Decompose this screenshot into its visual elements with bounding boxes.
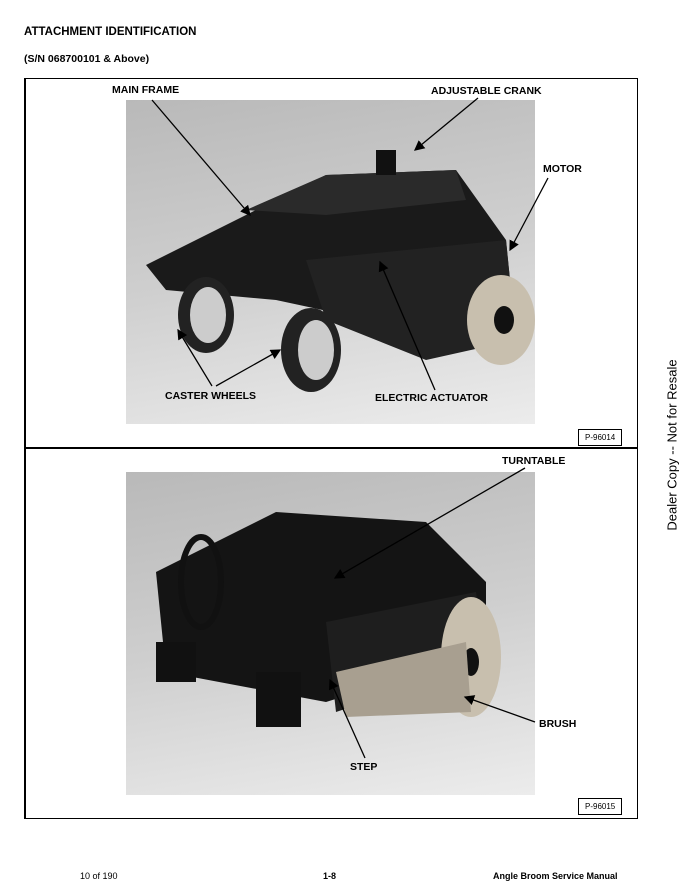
angle-broom-front-photo — [126, 472, 535, 795]
angle-broom-front-illustration — [156, 512, 501, 727]
footer-page-count: 10 of 190 — [80, 871, 118, 881]
label-caster-wheels: CASTER WHEELS — [165, 390, 257, 402]
figure-1-frame — [24, 78, 638, 449]
arrow-brush — [463, 695, 536, 723]
label-step: STEP — [350, 761, 378, 773]
arrow-adjustable-crank — [413, 97, 479, 151]
page-title: ATTACHMENT IDENTIFICATION — [24, 26, 197, 38]
arrow-caster-wheel-left — [177, 328, 213, 387]
label-brush: BRUSH — [539, 718, 577, 730]
footer-page-number: 1-8 — [323, 871, 337, 881]
figure-2-frame — [24, 447, 638, 819]
label-main-frame: MAIN FRAME — [112, 84, 180, 96]
arrow-turntable — [333, 467, 526, 579]
arrow-step — [328, 678, 366, 759]
angle-broom-rear-photo — [126, 100, 535, 424]
label-electric-actuator: ELECTRIC ACTUATOR — [375, 392, 488, 404]
figure-1-number: P-96014 — [578, 429, 623, 446]
label-motor: MOTOR — [543, 163, 582, 175]
figure-2-number: P-96015 — [578, 798, 623, 815]
label-turntable: TURNTABLE — [502, 455, 566, 467]
arrow-electric-actuator — [378, 260, 436, 391]
arrow-main-frame — [151, 99, 251, 216]
side-watermark: Dealer Copy -- Not for Resale — [664, 359, 680, 531]
arrow-caster-wheel-right — [215, 349, 282, 387]
angle-broom-rear-illustration — [146, 150, 535, 392]
arrow-motor — [509, 177, 549, 252]
label-adjustable-crank: ADJUSTABLE CRANK — [431, 85, 542, 97]
serial-range: (S/N 068700101 & Above) — [24, 53, 150, 65]
footer-manual-title: Angle Broom Service Manual — [493, 871, 618, 881]
